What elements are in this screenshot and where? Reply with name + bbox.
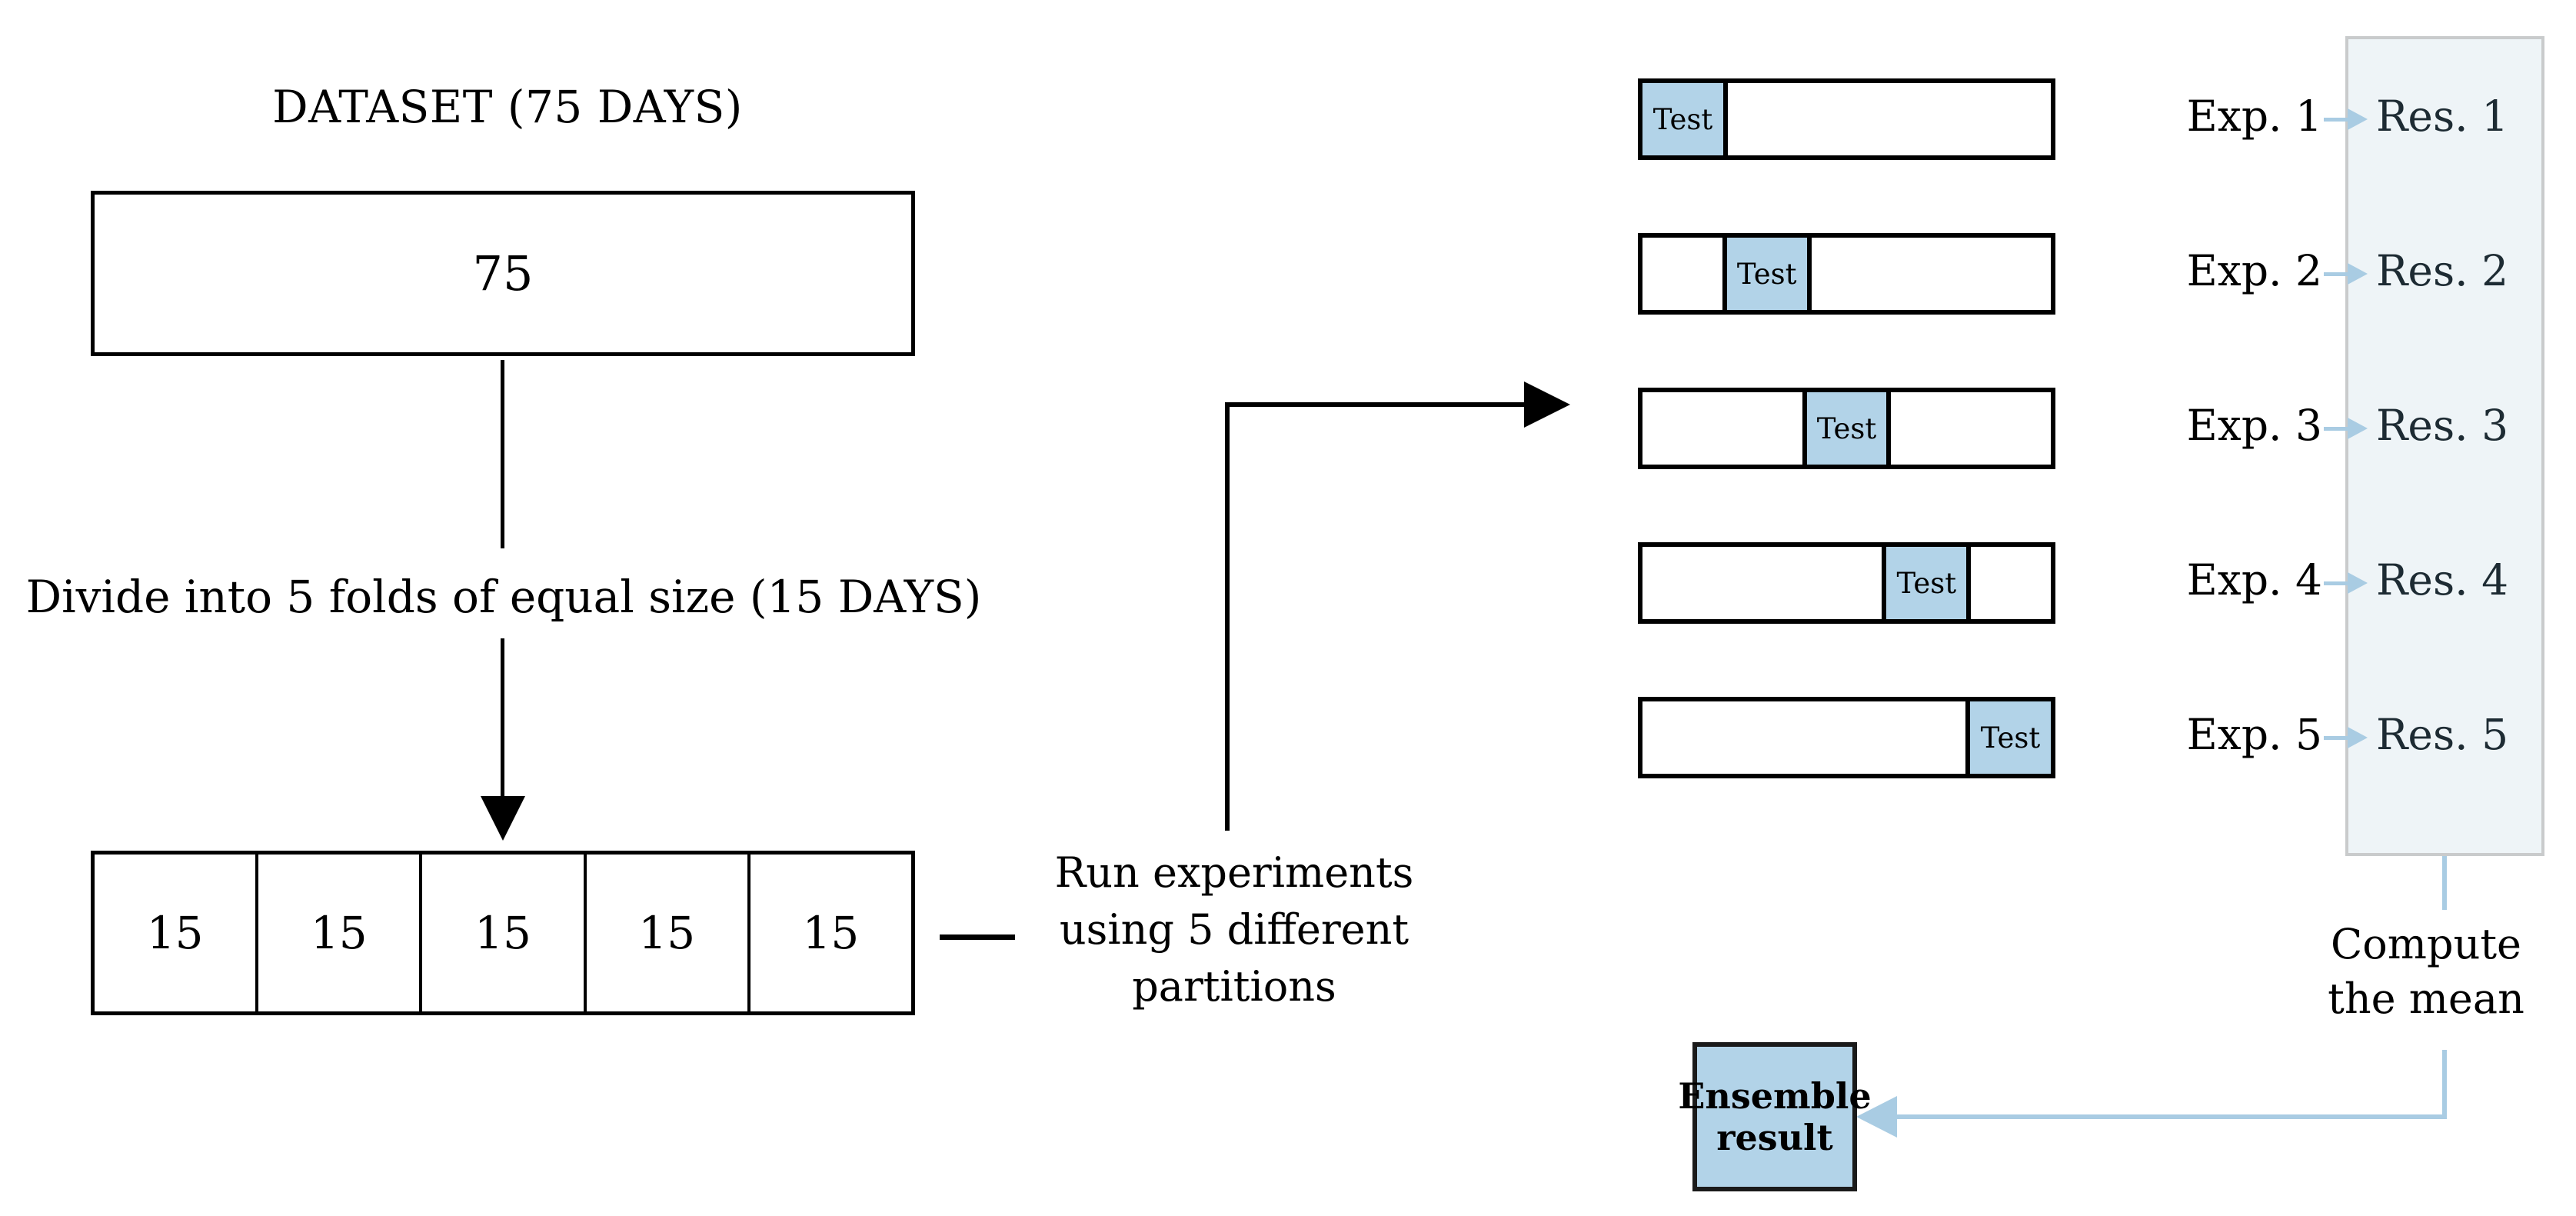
run-experiments-caption: Run experiments using 5 different partit… xyxy=(1054,848,1414,1011)
test-segment: Test xyxy=(1965,701,2051,774)
folds-box: 15 15 15 15 15 xyxy=(91,851,915,1015)
partition-bar: Test xyxy=(1638,78,2055,160)
fold-cell: 15 xyxy=(587,855,751,1011)
result-label: Res. 3 xyxy=(2376,401,2509,450)
mean-connector-horizontal xyxy=(1895,1114,2447,1119)
result-label: Res. 2 xyxy=(2376,246,2509,295)
result-label: Res. 4 xyxy=(2376,555,2509,605)
dataset-title: DATASET (75 DAYS) xyxy=(272,81,743,133)
ensemble-result-box: Ensemble result xyxy=(1678,1042,1872,1191)
fold-cell: 15 xyxy=(422,855,587,1011)
partition-bar: Test xyxy=(1638,233,2055,315)
partitions-arrow-horizontal xyxy=(1225,402,1529,407)
experiment-label: Exp. 3 xyxy=(2186,401,2322,450)
fold-caption-connector-dash xyxy=(940,934,1015,940)
partition-bar: Test xyxy=(1638,542,2055,624)
test-segment: Test xyxy=(1642,83,1728,155)
mean-connector-upper xyxy=(2442,856,2447,910)
divide-label: Divide into 5 folds of equal size (15 DA… xyxy=(25,571,982,623)
test-segment: Test xyxy=(1802,392,1892,465)
test-segment: Test xyxy=(1882,547,1972,619)
result-label: Res. 1 xyxy=(2376,92,2509,141)
train-segment xyxy=(1891,392,2051,465)
experiment-to-result-connector xyxy=(2324,427,2350,431)
experiment-to-result-connector xyxy=(2324,272,2350,276)
train-segment xyxy=(1728,83,2051,155)
experiment-arrow-head-icon xyxy=(2348,572,2368,594)
divide-arrow-head-icon xyxy=(481,796,525,841)
experiment-arrow-head-icon xyxy=(2348,727,2368,748)
dataset-box: 75 xyxy=(91,191,915,356)
train-segment xyxy=(1811,238,2051,310)
fold-cell: 15 xyxy=(802,907,860,959)
train-segment xyxy=(1642,392,1802,465)
partitions-arrow-vertical xyxy=(1225,402,1230,831)
ensemble-line-2: result xyxy=(1716,1117,1833,1158)
experiment-label: Exp. 5 xyxy=(2186,710,2322,759)
experiment-label: Exp. 2 xyxy=(2186,246,2322,295)
compute-mean-caption: Compute the mean xyxy=(2288,917,2564,1027)
ensemble-line-1: Ensemble xyxy=(1678,1074,1872,1117)
fold-cell: 15 xyxy=(95,855,259,1011)
divide-arrow-upper-stem xyxy=(501,360,504,548)
dataset-value: 75 xyxy=(472,245,534,302)
train-segment xyxy=(1642,238,1722,310)
experiment-arrow-head-icon xyxy=(2348,418,2368,439)
mean-arrow-head-icon xyxy=(1856,1096,1897,1138)
result-label: Res. 5 xyxy=(2376,710,2509,759)
compute-mean-line-2: the mean xyxy=(2328,974,2524,1024)
experiment-arrow-head-icon xyxy=(2348,263,2368,285)
train-segment xyxy=(1971,547,2051,619)
experiment-to-result-connector xyxy=(2324,581,2350,585)
train-segment xyxy=(1642,547,1882,619)
experiment-to-result-connector xyxy=(2324,118,2350,122)
partitions-arrow-head-icon xyxy=(1524,381,1570,428)
experiment-to-result-connector xyxy=(2324,736,2350,740)
fold-cell: 15 xyxy=(258,855,423,1011)
partition-bar: Test xyxy=(1638,388,2055,469)
train-segment xyxy=(1642,701,1965,774)
partition-bar: Test xyxy=(1638,697,2055,778)
experiment-arrow-head-icon xyxy=(2348,108,2368,130)
results-panel xyxy=(2345,36,2544,856)
experiment-label: Exp. 4 xyxy=(2186,555,2322,605)
divide-arrow-lower-stem xyxy=(501,638,504,804)
mean-connector-lower xyxy=(2442,1050,2447,1119)
experiment-label: Exp. 1 xyxy=(2186,92,2322,141)
compute-mean-line-1: Compute xyxy=(2330,920,2522,968)
test-segment: Test xyxy=(1722,238,1812,310)
